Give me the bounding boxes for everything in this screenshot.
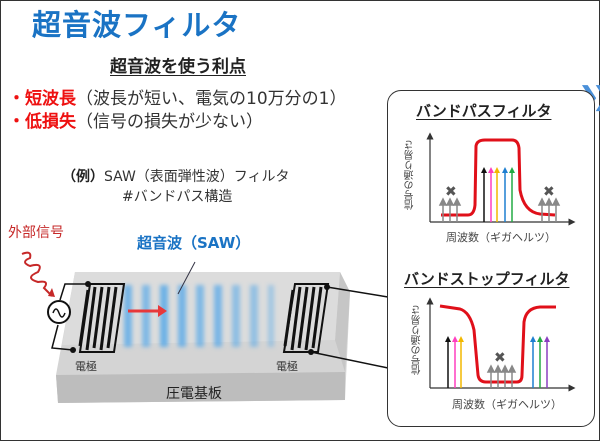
bandstop-xlabel: 周波数（ギガヘルツ） (452, 398, 562, 411)
example-hashtag: #バンドパス構造 (122, 189, 233, 205)
merit-key: 低損失 (25, 112, 76, 132)
bandpass-plot: ✖ ✖ (426, 132, 576, 226)
blocked-x-icon: ✖ (445, 184, 457, 200)
bandpass-title: バンドパスフィルタ (416, 102, 552, 120)
label-pointer-line (177, 261, 196, 295)
electrode-left-label: 電極 (75, 360, 97, 373)
bullet: ・ (8, 112, 25, 132)
bullet: ・ (8, 89, 25, 109)
section-subtitle: 超音波を使う利点 (110, 57, 246, 77)
merit-detail: （波長が短い、電気の10万分の1） (76, 89, 347, 109)
output-wire-top (326, 286, 389, 298)
bandstop-title: バンドストップフィルタ (404, 270, 570, 288)
electrode-right-label: 電極 (276, 360, 298, 373)
right-electrode (282, 283, 330, 353)
example-caption: （例）SAW（表面弾性波）フィルタ (62, 166, 290, 186)
merit-item-low-loss: ・低損失（信号の損失が少ない） (8, 107, 263, 132)
page-title: 超音波フィルタ (32, 8, 242, 42)
output-wire-bottom (310, 351, 389, 369)
merit-detail: （信号の損失が少ない） (76, 112, 263, 132)
saw-wave-bands (124, 285, 274, 347)
blocked-x-icon: ✖ (543, 184, 555, 200)
bandpass-xlabel: 周波数（ギガヘルツ） (446, 231, 556, 244)
example-text: SAW（表面弾性波）フィルタ (104, 169, 290, 185)
merit-item-short-wavelength: ・短波長（波長が短い、電気の10万分の1） (8, 84, 346, 109)
merit-key: 短波長 (25, 89, 76, 109)
bandstop-plot: ✖ (426, 297, 576, 392)
blocked-x-icon: ✖ (494, 350, 506, 366)
external-signal-icon (21, 251, 53, 297)
external-signal-label: 外部信号 (8, 225, 64, 241)
left-electrode (78, 283, 126, 353)
saw-wave-label: 超音波（SAW） (137, 234, 251, 252)
example-prefix: （例） (62, 169, 104, 185)
substrate-label: 圧電基板 (166, 386, 222, 402)
